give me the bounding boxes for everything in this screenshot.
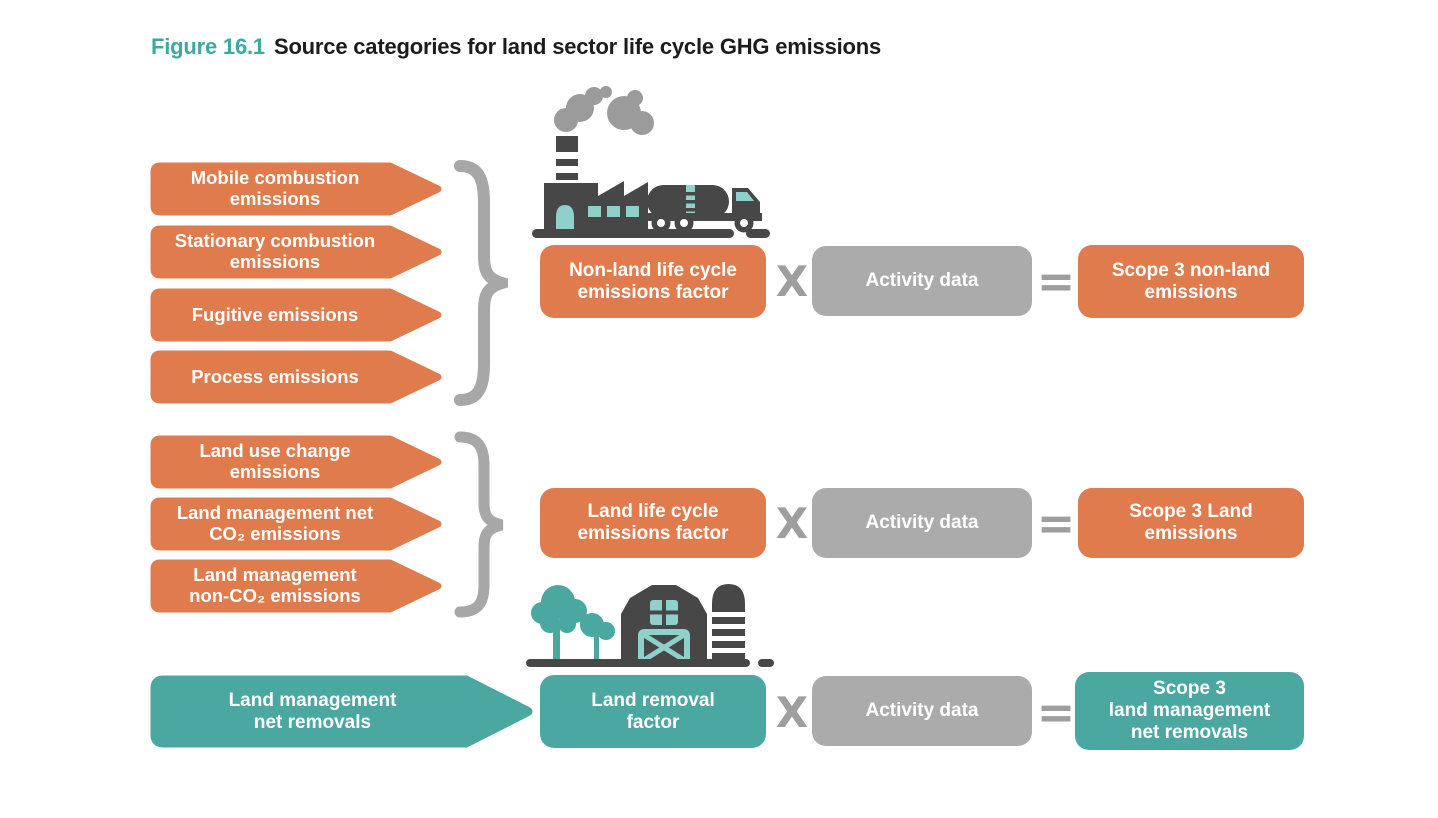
trees: [531, 585, 615, 661]
source-arrow-label: Stationary combustion emissions: [174, 230, 376, 272]
land-factor-box: Land life cycle emissions factor: [540, 488, 766, 558]
source-arrow-label: Land use change emissions: [199, 440, 351, 482]
source-arrow-stationary-combustion: Stationary combustion emissions: [150, 225, 448, 279]
source-arrow-label: Fugitive emissions: [191, 303, 359, 325]
source-arrow-label: Land management net CO₂ emissions: [176, 502, 374, 544]
source-arrow-label: Mobile combustion emissions: [190, 167, 360, 209]
source-arrow-land-mgmt-non-co2: Land management non-CO₂ emissions: [150, 559, 448, 613]
source-arrow-label: Land management net removals: [228, 690, 397, 733]
multiply-symbol: X: [775, 256, 809, 306]
source-arrow-process: Process emissions: [150, 350, 448, 404]
non-land-activity-box: Activity data: [812, 246, 1032, 316]
removals-factor-box: Land removal factor: [540, 675, 766, 748]
curly-brace-icon: [448, 158, 508, 408]
figure-title-text: Source categories for land sector life c…: [273, 34, 882, 59]
non-land-factor-box: Non-land life cycle emissions factor: [540, 245, 766, 318]
factory-building: [544, 181, 648, 232]
ground-line: [532, 229, 770, 238]
equals-symbol: =: [1036, 685, 1076, 739]
tanker-truck: [647, 185, 762, 233]
multiply-symbol: X: [775, 498, 809, 548]
source-arrow-label: Process emissions: [191, 365, 359, 387]
source-arrow-label: Land management non-CO₂ emissions: [189, 564, 361, 606]
source-arrow-fugitive: Fugitive emissions: [150, 288, 448, 342]
barn-farm-icon: [520, 576, 776, 668]
figure-title: Figure 16.1 Source categories for land se…: [151, 34, 881, 60]
land-result-box: Scope 3 Land emissions: [1078, 488, 1304, 558]
non-land-result-box: Scope 3 non-land emissions: [1078, 245, 1304, 318]
source-arrow-land-mgmt-removals: Land management net removals: [150, 675, 535, 748]
smoke-clouds: [554, 86, 654, 135]
land-activity-box: Activity data: [812, 488, 1032, 558]
ground-line: [526, 659, 774, 667]
factory-truck-icon: [528, 86, 780, 238]
silo: [712, 584, 745, 663]
equals-symbol: =: [1036, 254, 1076, 308]
curly-brace-icon: [448, 431, 508, 618]
removals-result-box: Scope 3 land management net removals: [1075, 672, 1304, 750]
removals-activity-box: Activity data: [812, 676, 1032, 746]
source-arrow-mobile-combustion: Mobile combustion emissions: [150, 162, 448, 216]
source-arrow-land-use-change: Land use change emissions: [150, 435, 448, 489]
barn: [621, 585, 707, 666]
equals-symbol: =: [1036, 496, 1076, 550]
multiply-symbol: X: [775, 687, 809, 737]
source-arrow-land-mgmt-co2: Land management net CO₂ emissions: [150, 497, 448, 551]
figure-number: Figure 16.1: [151, 34, 265, 59]
